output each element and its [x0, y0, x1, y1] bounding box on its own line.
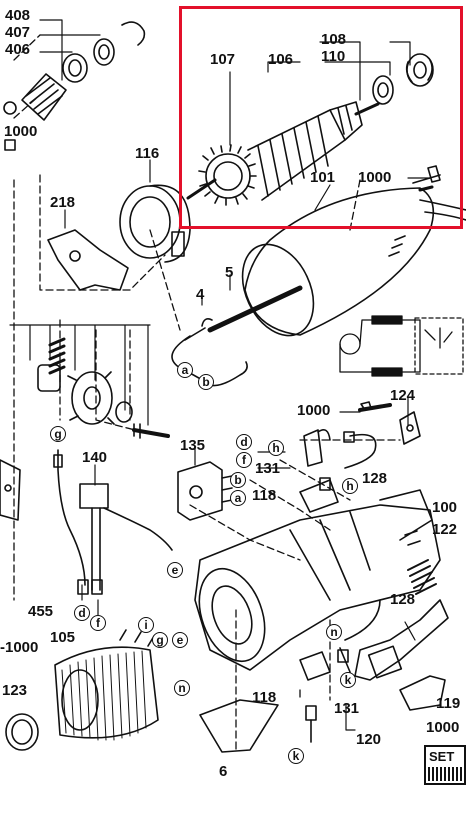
callout-e-lower: e: [172, 632, 188, 648]
set-barcode: [428, 767, 464, 781]
label-118-lower: 118: [252, 689, 277, 706]
label-128-upper: 128: [362, 470, 388, 487]
leader-lines: [9, 19, 431, 731]
callout-k-lower: k: [288, 748, 304, 764]
label-131-upper: 131: [255, 460, 281, 477]
label-1000-top-left: 1000: [4, 123, 38, 140]
callout-e-left: e: [167, 562, 183, 578]
label-100: 100: [432, 499, 458, 516]
label-1000-left: -1000: [0, 639, 39, 656]
gear-housing-100: [194, 489, 441, 671]
spring-122: [407, 559, 437, 595]
label-455: 455: [28, 603, 54, 620]
label-1000-middle: 1000: [297, 402, 331, 419]
label-218: 218: [50, 194, 76, 211]
terminal-block-left: [0, 459, 21, 521]
wiring-schematic: [339, 315, 464, 377]
callout-f-lower: f: [90, 615, 106, 631]
label-5: 5: [225, 264, 234, 281]
brush-holders-lower: [299, 599, 381, 743]
washer-408-407-406: [62, 21, 146, 83]
label-110: 110: [321, 48, 346, 65]
label-128-lower: 128: [390, 591, 416, 608]
callout-b-switch: b: [230, 472, 246, 488]
stator-105: [54, 629, 159, 741]
label-140: 140: [82, 449, 108, 466]
label-118-upper: 118: [252, 487, 277, 504]
screws: [360, 185, 434, 411]
callout-n-left: n: [174, 680, 190, 696]
label-120: 120: [356, 731, 382, 748]
callout-b-upper: b: [198, 374, 214, 390]
label-1000-top-right: 1000: [358, 169, 392, 186]
set-label: SET: [429, 749, 455, 764]
bevel-gear-part: [3, 73, 67, 151]
armature-107-106: [186, 53, 441, 206]
label-131-lower: 131: [334, 700, 360, 717]
left-bearings-and-fan: [37, 337, 170, 439]
switch-135: [177, 461, 233, 521]
label-107: 107: [210, 51, 236, 68]
callout-a-upper: a: [177, 362, 193, 378]
label-1000-bottom-right: 1000: [426, 719, 460, 736]
label-116: 116: [135, 145, 160, 162]
label-122: 122: [432, 521, 458, 538]
callout-h-left: h: [268, 440, 284, 456]
label-406: 406: [5, 41, 31, 58]
callout-h-right: h: [342, 478, 358, 494]
callout-g-lower: g: [152, 632, 168, 648]
callout-a-switch: a: [230, 490, 246, 506]
callout-f-upper: f: [236, 452, 252, 468]
label-101: 101: [310, 169, 336, 186]
label-123: 123: [2, 682, 28, 699]
label-135: 135: [180, 437, 206, 454]
bracket-218: [47, 229, 129, 291]
label-124: 124: [390, 387, 416, 404]
label-407: 407: [5, 24, 31, 41]
set-box: SET: [424, 745, 466, 785]
highlight-frame: [179, 6, 463, 229]
callout-n-right: n: [326, 624, 342, 640]
housing-101: [241, 187, 466, 337]
label-4: 4: [196, 286, 205, 303]
plate-6: [199, 699, 279, 753]
label-408: 408: [5, 7, 31, 24]
cable-harness-140: [53, 449, 173, 595]
callout-k-upper: k: [340, 672, 356, 688]
callout-g-left: g: [50, 426, 66, 442]
label-105: 105: [50, 629, 76, 646]
callout-d-upper: d: [236, 434, 252, 450]
callout-i: i: [138, 617, 154, 633]
label-106: 106: [268, 51, 294, 68]
label-6: 6: [219, 763, 228, 780]
label-119: 119: [436, 695, 461, 712]
switch-lever-120-119: [354, 599, 449, 711]
ring-123: [5, 713, 39, 751]
label-108: 108: [321, 31, 347, 48]
callout-d-lower: d: [74, 605, 90, 621]
brush-holders-upper: [299, 403, 421, 513]
